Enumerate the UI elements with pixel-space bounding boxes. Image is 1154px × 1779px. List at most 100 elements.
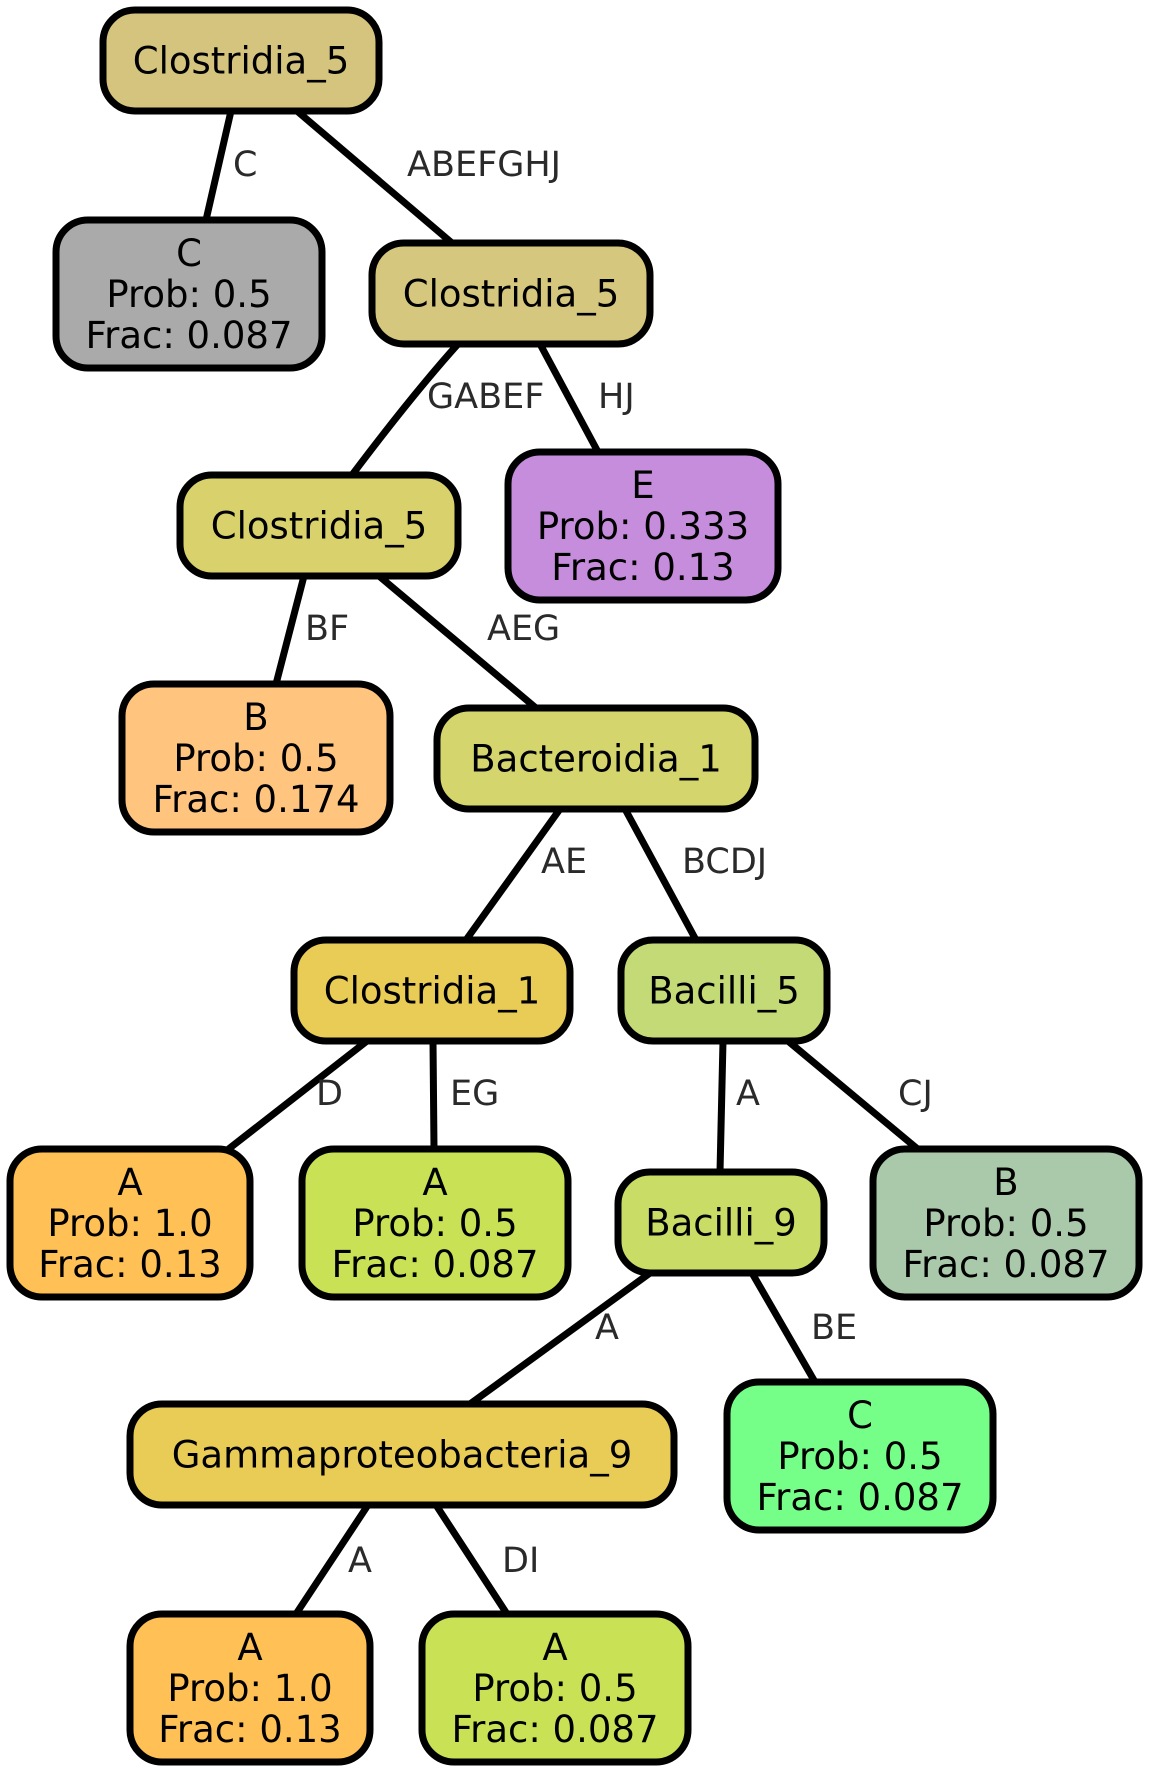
edge-label-a: A bbox=[595, 1308, 619, 1348]
node-class: E bbox=[631, 464, 654, 507]
edge-label-a: A bbox=[736, 1074, 760, 1114]
edge-label-di: DI bbox=[502, 1541, 539, 1581]
node-frac: Frac: 0.13 bbox=[158, 1708, 341, 1751]
node-prob: Prob: 1.0 bbox=[167, 1667, 332, 1710]
edge-label-a: A bbox=[348, 1541, 372, 1581]
node-title: Bacteroidia_1 bbox=[470, 738, 721, 781]
split-node: Clostridia_5 bbox=[368, 239, 654, 348]
split-node: Gammaproteobacteria_9 bbox=[126, 1400, 678, 1509]
node-box bbox=[290, 936, 574, 1045]
edge-label-bf: BF bbox=[305, 609, 349, 649]
node-box bbox=[99, 6, 383, 115]
split-node: Bacilli_5 bbox=[617, 936, 831, 1045]
node-frac: Frac: 0.087 bbox=[332, 1243, 539, 1286]
node-prob: Prob: 0.5 bbox=[173, 737, 338, 780]
edge-label-gabef: GABEF bbox=[427, 377, 544, 417]
node-title: Gammaproteobacteria_9 bbox=[172, 1434, 633, 1477]
node-box bbox=[723, 1378, 997, 1534]
node-box bbox=[52, 216, 326, 372]
node-title: Bacilli_5 bbox=[648, 970, 800, 1013]
node-frac: Frac: 0.174 bbox=[153, 778, 360, 821]
node-prob: Prob: 0.333 bbox=[537, 505, 749, 548]
node-box bbox=[614, 1168, 828, 1277]
node-prob: Prob: 0.5 bbox=[352, 1202, 517, 1245]
tree-edge bbox=[785, 1038, 923, 1154]
node-title: Clostridia_1 bbox=[324, 970, 541, 1013]
node-class: A bbox=[117, 1161, 142, 1204]
tree-edge bbox=[429, 1040, 438, 1150]
tree-edge bbox=[349, 341, 461, 478]
node-frac: Frac: 0.13 bbox=[551, 546, 734, 589]
edge-label-abefghj: ABEFGHJ bbox=[407, 145, 561, 185]
node-box bbox=[368, 239, 654, 348]
edge-label-ae: AE bbox=[541, 842, 587, 882]
split-node: Clostridia_1 bbox=[290, 936, 574, 1045]
edge-label-d: D bbox=[316, 1074, 343, 1114]
node-box bbox=[126, 1400, 678, 1509]
tree-edge bbox=[272, 575, 308, 685]
node-prob: Prob: 1.0 bbox=[47, 1202, 212, 1245]
node-title: Bacilli_9 bbox=[645, 1202, 797, 1245]
edge-label-aeg: AEG bbox=[487, 609, 560, 649]
edge-label-c: C bbox=[233, 145, 257, 185]
tree-edge bbox=[748, 1271, 819, 1384]
node-box bbox=[176, 471, 462, 580]
node-class: A bbox=[542, 1626, 567, 1669]
node-class: A bbox=[422, 1161, 447, 1204]
node-prob: Prob: 0.5 bbox=[106, 273, 271, 316]
tree-edge bbox=[463, 806, 563, 943]
split-node: Bacteroidia_1 bbox=[433, 704, 759, 813]
edge-label-bcdj: BCDJ bbox=[682, 842, 767, 882]
node-frac: Frac: 0.087 bbox=[903, 1243, 1110, 1286]
edge-label-eg: EG bbox=[450, 1074, 499, 1114]
tree-edge bbox=[433, 1503, 510, 1616]
node-box bbox=[504, 448, 782, 604]
node-box bbox=[118, 680, 394, 836]
node-frac: Frac: 0.087 bbox=[452, 1708, 659, 1751]
node-class: B bbox=[243, 696, 268, 739]
tree-edge bbox=[202, 110, 235, 221]
node-class: A bbox=[237, 1626, 262, 1669]
split-node: Clostridia_5 bbox=[176, 471, 462, 580]
tree-edge bbox=[467, 1270, 653, 1407]
edge-label-cj: CJ bbox=[898, 1074, 933, 1114]
node-box bbox=[617, 936, 831, 1045]
node-title: Clostridia_5 bbox=[211, 505, 428, 548]
node-frac: Frac: 0.13 bbox=[38, 1243, 221, 1286]
node-box bbox=[126, 1610, 374, 1766]
node-title: Clostridia_5 bbox=[133, 40, 350, 83]
node-title: Clostridia_5 bbox=[403, 273, 620, 316]
tree-edge bbox=[536, 342, 602, 454]
tree-edge bbox=[621, 807, 700, 942]
node-box bbox=[869, 1145, 1143, 1301]
node-box bbox=[298, 1145, 572, 1301]
tree-edge bbox=[293, 1503, 371, 1616]
tree-edge bbox=[223, 1038, 370, 1154]
node-frac: Frac: 0.087 bbox=[757, 1476, 964, 1519]
tree-edge bbox=[376, 573, 539, 711]
node-box bbox=[418, 1610, 692, 1766]
node-prob: Prob: 0.5 bbox=[777, 1435, 942, 1478]
node-class: C bbox=[176, 232, 202, 275]
tree-edge bbox=[716, 1040, 727, 1173]
edge-label-be: BE bbox=[811, 1308, 857, 1348]
node-prob: Prob: 0.5 bbox=[923, 1202, 1088, 1245]
tree-edge bbox=[294, 108, 455, 246]
node-box bbox=[6, 1145, 254, 1301]
split-node: Clostridia_5 bbox=[99, 6, 383, 115]
node-class: B bbox=[993, 1161, 1018, 1204]
node-frac: Frac: 0.087 bbox=[86, 314, 293, 357]
node-prob: Prob: 0.5 bbox=[472, 1667, 637, 1710]
